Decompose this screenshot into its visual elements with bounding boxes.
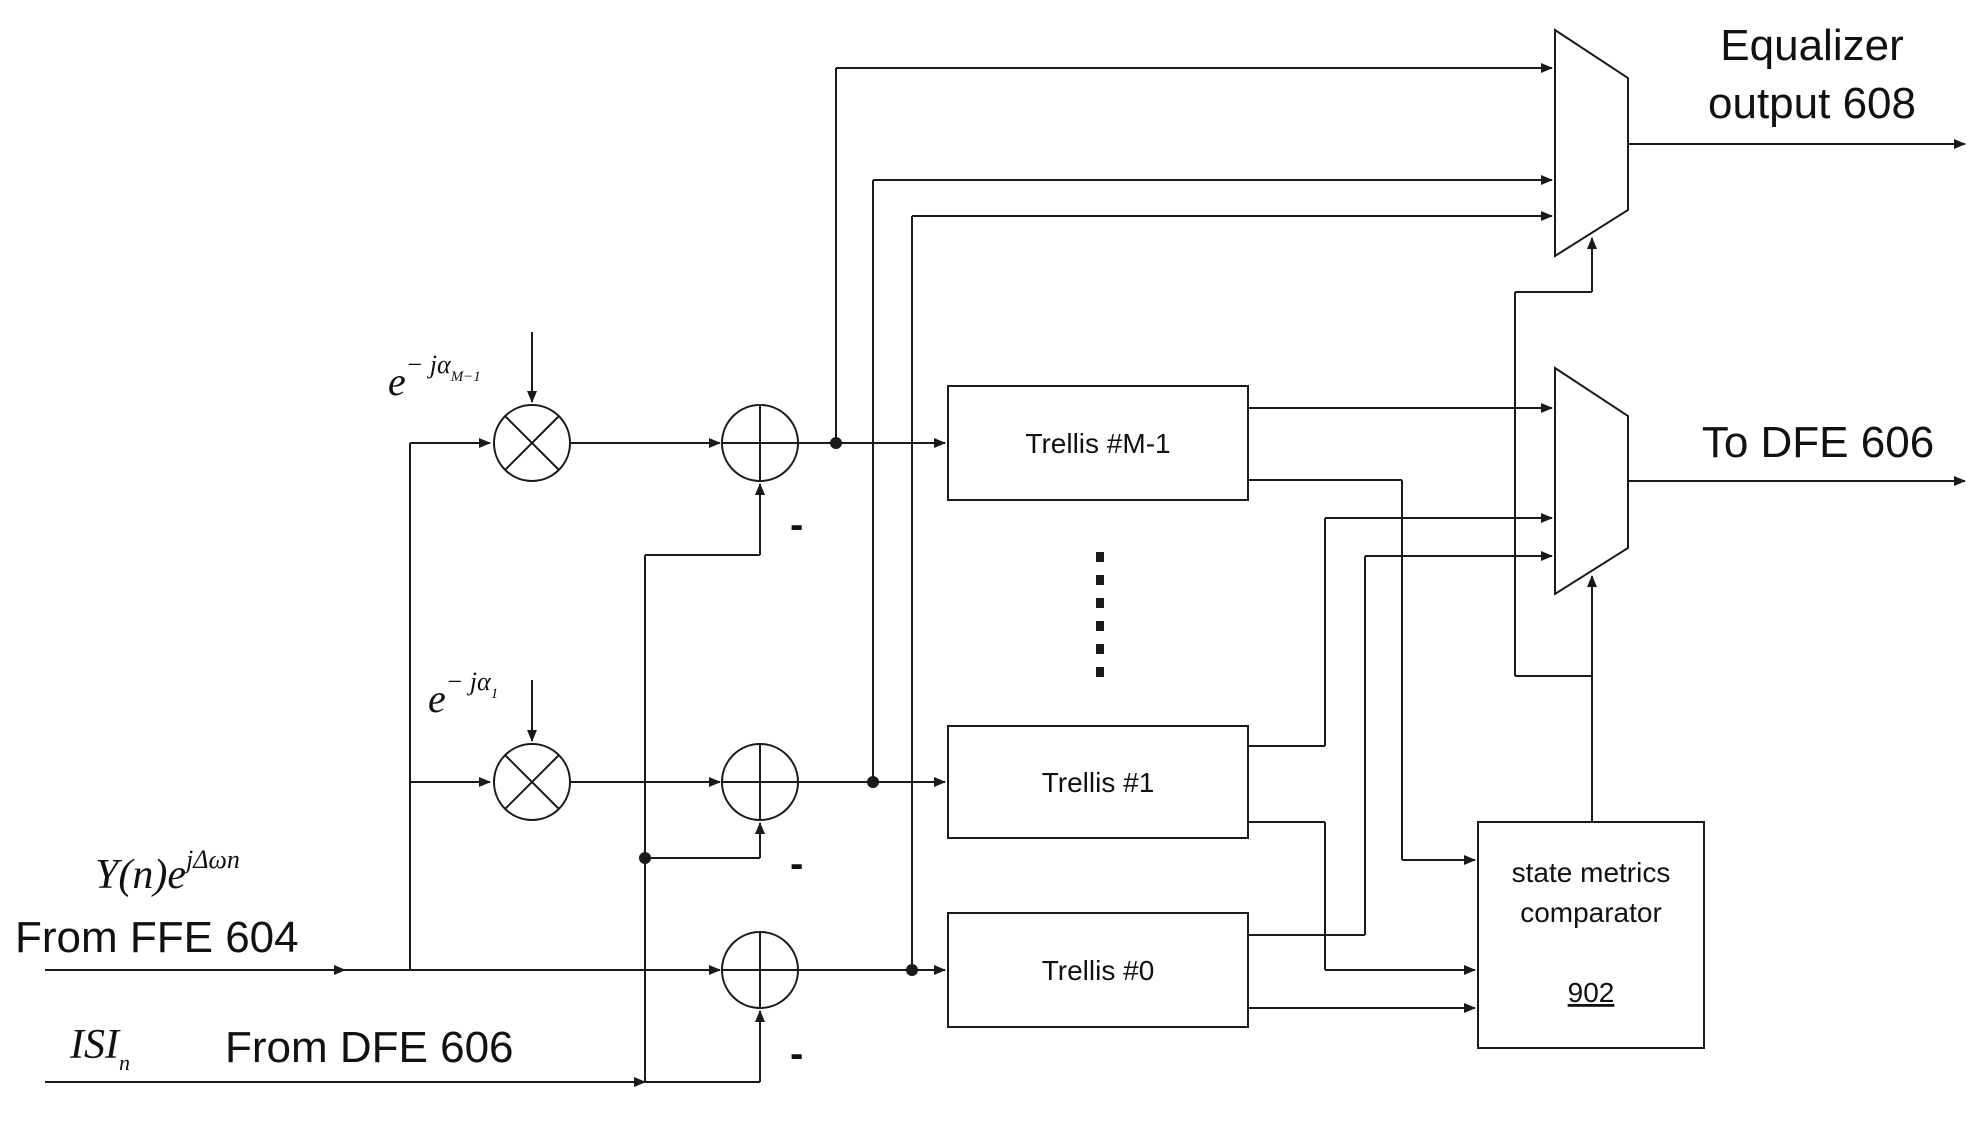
comparator-ref-number: 902 xyxy=(1568,977,1615,1008)
minus-sign-top: - xyxy=(790,503,803,547)
ffe-math-label: Y(n)ejΔωn xyxy=(95,845,240,898)
trellis-top-label: Trellis #M-1 xyxy=(1025,428,1170,459)
minus-sign-bot: - xyxy=(790,1032,803,1076)
isi-math-label: ISIn xyxy=(69,1022,130,1075)
ffe-bus xyxy=(410,443,720,970)
trellis-bot-label: Trellis #0 xyxy=(1042,955,1155,986)
ellipsis-dots xyxy=(1096,552,1104,677)
dfe-input-label: From DFE 606 xyxy=(225,1023,514,1072)
multiplier-top xyxy=(494,405,570,481)
minus-sign-mid: - xyxy=(790,842,803,886)
ffe-input-label: From FFE 604 xyxy=(15,913,299,962)
phase-term-top: e− jαM−1 xyxy=(388,350,481,404)
mux-to-dfe xyxy=(1555,368,1628,594)
phase-term-mid: e− jα1 xyxy=(428,667,498,721)
comparator-label-line2: comparator xyxy=(1520,897,1662,928)
equalizer-output-label-line1: Equalizer xyxy=(1720,21,1903,70)
to-dfe-output-label: To DFE 606 xyxy=(1702,418,1934,467)
junction-dot xyxy=(639,852,651,864)
adder-mid xyxy=(722,744,798,820)
state-metrics-comparator-block xyxy=(1478,822,1704,1048)
adder-top xyxy=(722,405,798,481)
trellis-top-outputs xyxy=(1248,408,1552,860)
adder-bot xyxy=(722,932,798,1008)
comparator-label-line1: state metrics xyxy=(1512,857,1671,888)
mux-equalizer-output xyxy=(1555,30,1628,256)
trellis-mid-label: Trellis #1 xyxy=(1042,767,1155,798)
equalizer-output-label-line2: output 608 xyxy=(1708,79,1916,128)
multiplier-mid xyxy=(494,744,570,820)
adder-bot-output xyxy=(798,216,1552,976)
